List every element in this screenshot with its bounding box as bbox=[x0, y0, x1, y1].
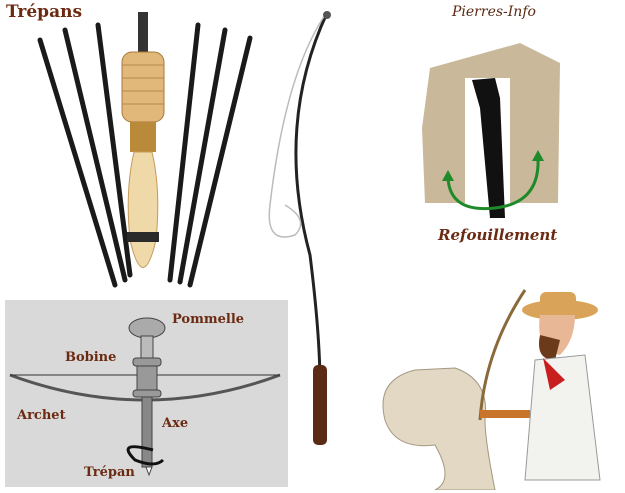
rotation-arrow-icon bbox=[126, 445, 165, 466]
diagram-drawing bbox=[9, 317, 281, 477]
page-title: Trépans bbox=[6, 2, 83, 22]
label-archet: Archet bbox=[17, 408, 66, 423]
stone-caption: Refouillement bbox=[438, 226, 558, 244]
label-trepan: Trépan bbox=[84, 465, 135, 480]
label-pommelle: Pommelle bbox=[172, 312, 245, 327]
bow-drill-illustration bbox=[268, 11, 331, 445]
stone-refouillement-illustration bbox=[422, 43, 560, 218]
label-axe: Axe bbox=[162, 416, 189, 431]
sculptor-illustration bbox=[382, 289, 601, 490]
brand-logo-text: Pierres-Info bbox=[452, 4, 536, 20]
trepan-set-illustration bbox=[37, 12, 253, 288]
bow-drill-diagram: Pommelle Bobine Archet Axe Trépan bbox=[5, 300, 288, 487]
rotation-arrow-icon bbox=[446, 157, 540, 211]
label-bobine: Bobine bbox=[65, 350, 117, 365]
